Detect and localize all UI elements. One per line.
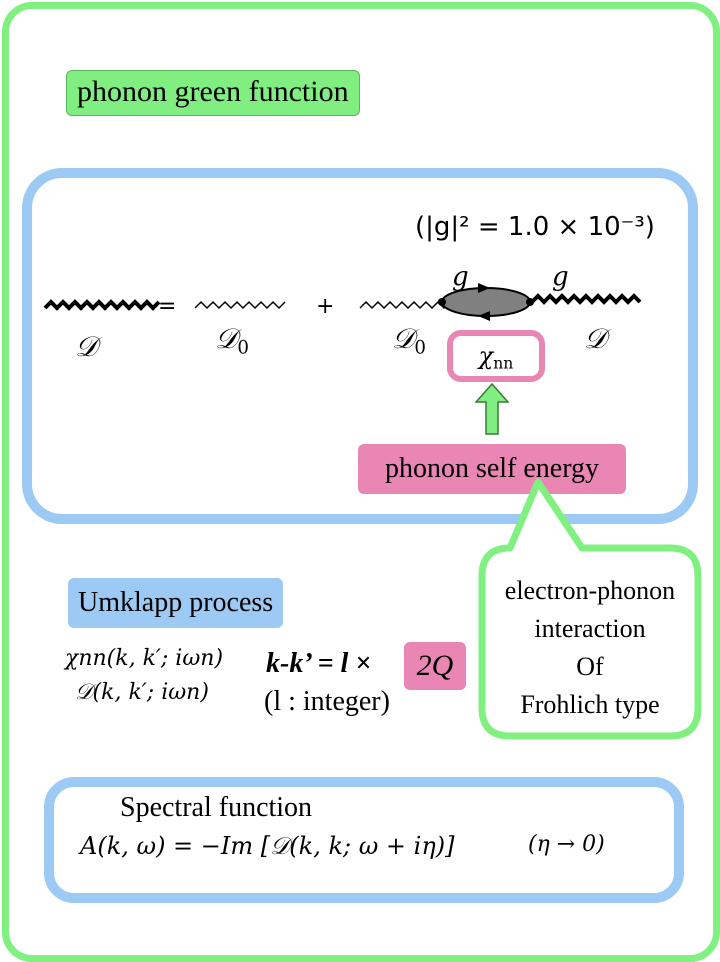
callout-line-3: Of <box>576 652 604 681</box>
self-energy-bubble <box>441 287 531 317</box>
D0-symbol-second: 𝒟 <box>392 322 415 355</box>
spectral-label: Spectral function <box>120 792 313 823</box>
label-D0-second: 𝒟0 <box>392 322 426 358</box>
coupling-note: (|g|² = 1.0 × 10⁻³) <box>415 212 655 242</box>
bare-propagator <box>194 300 286 310</box>
spectral-formula: A(k, ω) = −Im [𝒟(k, k; ω + iη)] <box>80 832 455 860</box>
dyson-panel <box>22 168 698 524</box>
label-D0: 𝒟0 <box>215 322 249 358</box>
chi-box: χnn <box>447 330 545 382</box>
D0-subscript: 0 <box>237 337 249 359</box>
chi-letter: χ <box>478 342 494 370</box>
callout-text: electron-phonon interaction Of Frohlich … <box>482 572 698 724</box>
spectral-panel <box>44 777 684 903</box>
D-symbol-left: 𝒟 <box>75 330 98 363</box>
umklapp-relation: k-k’ = l × <box>266 648 372 679</box>
label-D-left: 𝒟 <box>75 330 97 364</box>
label-g-right: g <box>552 262 569 292</box>
self-energy-text: phonon self energy <box>384 453 600 484</box>
chi-expression: χnn(k, k′; iωn) <box>65 646 224 671</box>
up-arrow-icon <box>474 382 510 435</box>
chi-subscript: nn <box>493 354 514 373</box>
umklapp-text: Umklapp process <box>78 587 274 618</box>
vertex-left <box>438 298 446 306</box>
vector-2Q-badge: 2Q <box>404 642 466 690</box>
callout-line-2: interaction <box>534 614 646 643</box>
callout-line-4: Frohlich type <box>520 690 660 719</box>
plus-sign: + <box>316 294 335 319</box>
spectral-limit: (η → 0) <box>528 832 605 857</box>
integer-note: (l : integer) <box>264 686 390 717</box>
D0-subscript-second: 0 <box>414 337 426 359</box>
chi-symbol: χnn <box>478 342 514 373</box>
D0-symbol: 𝒟 <box>215 322 238 355</box>
label-g-left: g <box>452 262 469 292</box>
bubble-arrow-top <box>478 283 490 293</box>
dressed-propagator-right <box>530 293 642 305</box>
title-label: phonon green function <box>66 70 360 116</box>
title-text: phonon green function <box>77 75 349 108</box>
self-energy-label: phonon self energy <box>358 444 626 494</box>
callout-bubble <box>478 478 702 740</box>
equals-sign: = <box>158 294 177 319</box>
dyson-diagram <box>43 283 642 321</box>
bubble-arrow-bottom <box>478 311 490 321</box>
D-expression: 𝒟(k, k′; iωn) <box>75 680 209 705</box>
label-D-right: 𝒟 <box>584 322 607 355</box>
vector-2Q: 2Q <box>416 649 454 682</box>
bare-propagator-2 <box>359 300 451 310</box>
callout-line-1: electron-phonon <box>504 576 676 605</box>
dressed-propagator-left <box>43 299 161 311</box>
umklapp-label: Umklapp process <box>68 578 284 628</box>
